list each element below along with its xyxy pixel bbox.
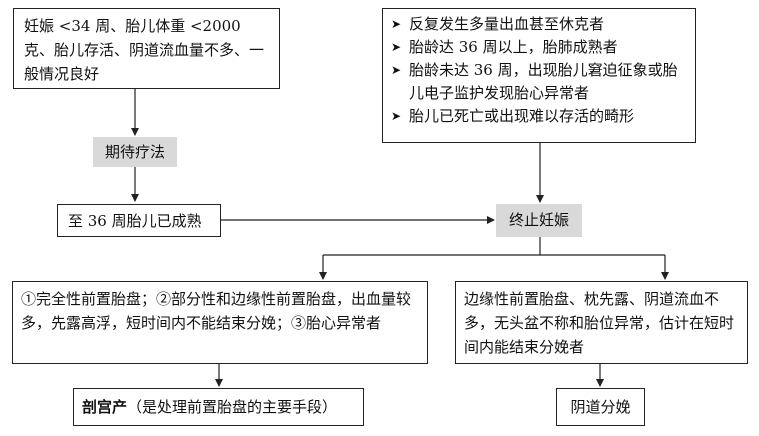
criteria-item: ➤ 反复发生多量出血甚至休克者: [389, 13, 689, 36]
cesarean-label: 剖宫产: [82, 398, 128, 416]
arrowhead-bullet-icon: ➤: [391, 63, 402, 77]
arrowhead-bullet-icon: ➤: [391, 40, 402, 54]
vaginal-indications-box: 边缘性前置胎盘、枕先露、阴道流血不多，无头盆不称和胎位异常，估计在短时间内能结束…: [455, 281, 748, 364]
termination-criteria-list: ➤ 反复发生多量出血甚至休克者 ➤ 胎龄达 36 周以上，胎肺成熟者 ➤ 胎龄未…: [389, 13, 689, 128]
cesarean-indications-text: ①完全性前置胎盘；②部分性和边缘性前置胎盘，出血量较多，先露高浮，短时间内不能结…: [21, 290, 412, 332]
termination-criteria-box: ➤ 反复发生多量出血甚至休克者 ➤ 胎龄达 36 周以上，胎肺成熟者 ➤ 胎龄未…: [382, 8, 696, 143]
criteria-item: ➤ 胎龄达 36 周以上，胎肺成熟者: [389, 36, 689, 59]
criteria-item: ➤ 胎龄未达 36 周，出现胎儿窘迫征象或胎儿电子监护发现胎心异常者: [391, 61, 678, 102]
arrowhead-bullet-icon: ➤: [391, 17, 402, 31]
matured-text: 至 36 周胎儿已成熟: [68, 212, 202, 230]
arrowhead-bullet-icon: ➤: [391, 109, 402, 123]
expectant-therapy-label: 期待疗法: [104, 143, 165, 161]
matured-box: 至 36 周胎儿已成熟: [57, 204, 221, 237]
terminate-pregnancy-label: 终止妊娠: [508, 211, 569, 229]
vaginal-result-box: 阴道分娩: [556, 388, 645, 426]
vaginal-indications-text: 边缘性前置胎盘、枕先露、阴道流血不多，无头盆不称和胎位异常，估计在短时间内能结束…: [464, 290, 735, 356]
cesarean-indications-box: ①完全性前置胎盘；②部分性和边缘性前置胎盘，出血量较多，先露高浮，短时间内不能结…: [12, 281, 428, 364]
cesarean-result-box: 剖宫产（是处理前置胎盘的主要手段）: [73, 388, 364, 426]
vaginal-result-text: 阴道分娩: [570, 398, 631, 416]
conditions-text: 妊娠 <34 周、胎儿体重 <2000 克、胎儿存活、阴道流血量不多、一般情况良…: [24, 17, 265, 83]
terminate-pregnancy-node: 终止妊娠: [496, 204, 582, 237]
criteria-item: ➤ 胎儿已死亡或出现难以存活的畸形: [389, 105, 689, 128]
cesarean-note: （是处理前置胎盘的主要手段）: [127, 398, 338, 416]
expectant-therapy-node: 期待疗法: [93, 137, 177, 167]
conditions-box: 妊娠 <34 周、胎儿体重 <2000 克、胎儿存活、阴道流血量不多、一般情况良…: [13, 8, 280, 89]
